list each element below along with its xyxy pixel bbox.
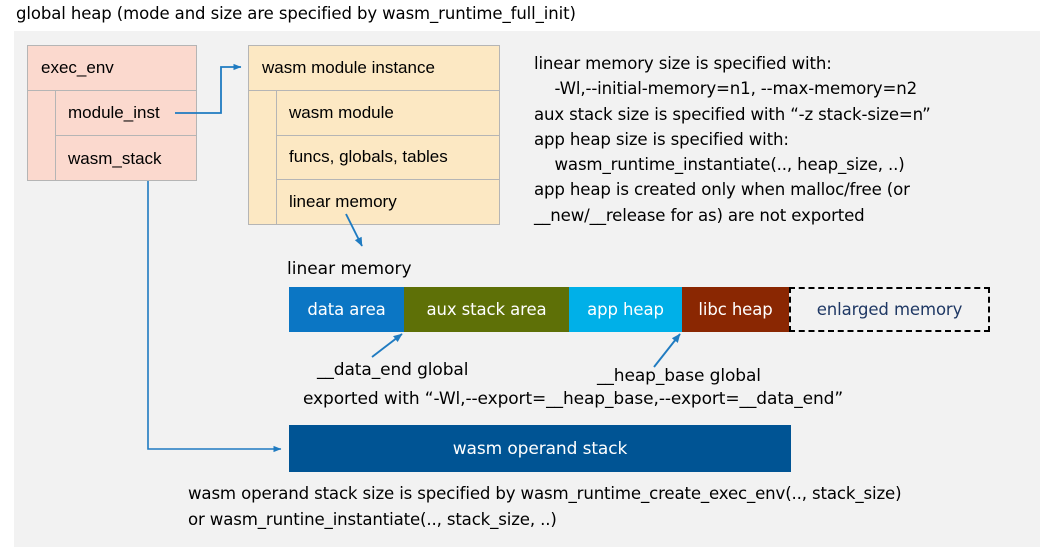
module-instance-row-funcs-globals-tables: funcs, globals, tables: [277, 136, 499, 181]
memory-segment-libc-heap: libc heap: [682, 287, 789, 332]
page-title: global heap (mode and size are specified…: [16, 4, 576, 23]
module-instance-row-wasm-module: wasm module: [277, 91, 499, 136]
wasm-module-instance-box: wasm module instance wasm module funcs, …: [248, 45, 500, 225]
module-instance-row-linear-memory: linear memory: [289, 192, 397, 212]
memory-segment-app-heap: app heap: [569, 287, 682, 332]
module-instance-gutter: [249, 91, 277, 225]
operand-stack-note: wasm operand stack size is specified by …: [188, 484, 902, 529]
exec-env-gutter: [28, 91, 56, 181]
callout-heap-base: __heap_base global: [597, 366, 761, 386]
wasm-operand-stack-box: wasm operand stack: [289, 425, 791, 472]
memory-segment-aux-stack-area: aux stack area: [404, 287, 569, 332]
memory-segment-enlarged-memory: enlarged memory: [789, 287, 990, 332]
module-instance-header: wasm module instance: [249, 46, 499, 91]
exec-env-box: exec_env module_inst wasm_stack: [27, 45, 197, 181]
module-instance-rowwrap: wasm module funcs, globals, tables linea…: [249, 91, 499, 225]
exec-env-row-wasm-stack: wasm_stack: [68, 148, 162, 168]
linear-memory-note: linear memory size is specified with: -W…: [534, 54, 931, 225]
module-instance-rows: wasm module funcs, globals, tables linea…: [277, 91, 499, 225]
linear-memory-label: linear memory: [287, 259, 412, 279]
exec-env-row-module-inst: module_inst: [56, 91, 196, 136]
exec-env-header: exec_env: [28, 46, 196, 91]
callout-exported-with: exported with “-Wl,--export=__heap_base,…: [303, 389, 844, 409]
callout-data-end: __data_end global: [317, 360, 469, 380]
exec-env-rowwrap: module_inst wasm_stack: [28, 91, 196, 181]
exec-env-rows: module_inst wasm_stack: [56, 91, 196, 181]
memory-segment-data-area: data area: [289, 287, 404, 332]
